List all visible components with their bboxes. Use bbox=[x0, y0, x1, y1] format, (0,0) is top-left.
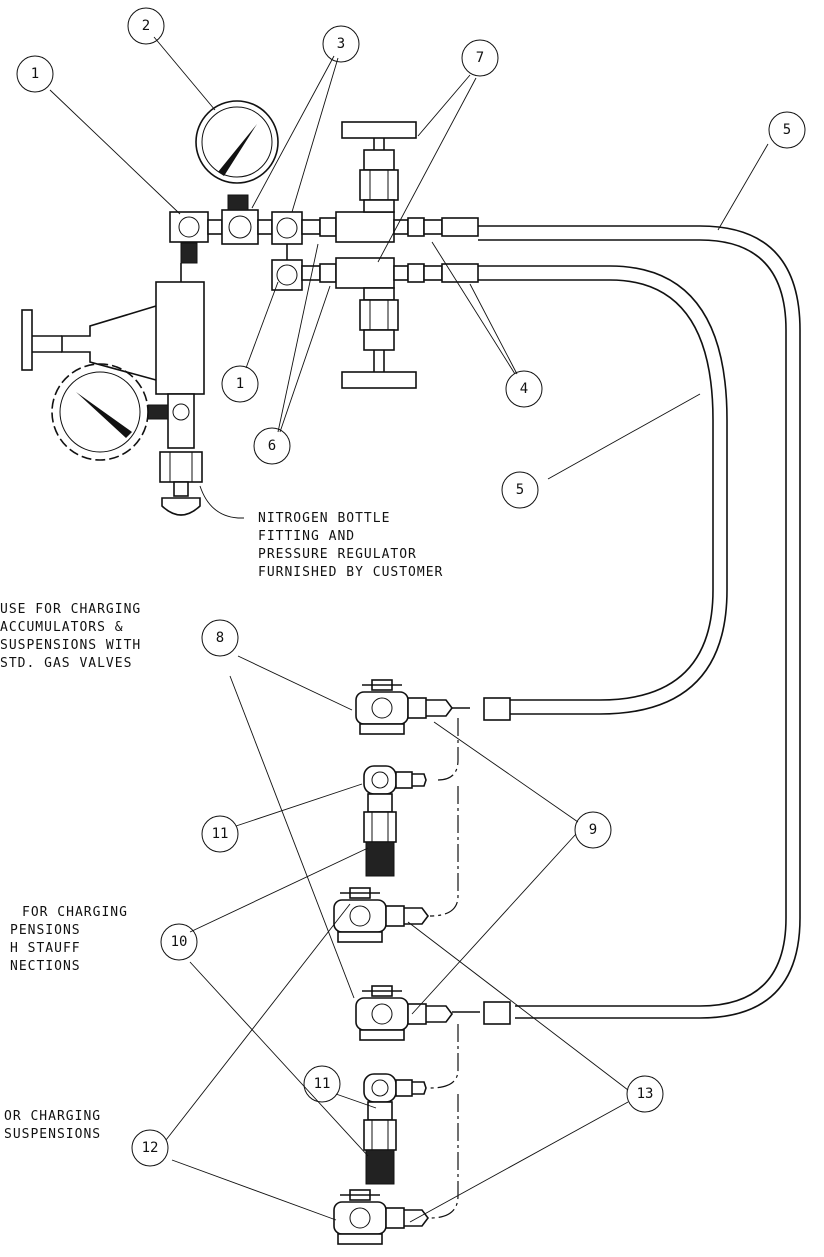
note-line: NECTIONS bbox=[10, 959, 81, 974]
callout-number: 9 bbox=[589, 822, 597, 838]
callout-11-a: 11 bbox=[201, 815, 239, 853]
callout-8: 8 bbox=[201, 619, 239, 657]
callout-1-b: 1 bbox=[221, 365, 259, 403]
callout-11-b: 11 bbox=[303, 1065, 341, 1103]
callout-7: 7 bbox=[461, 39, 499, 77]
charging-valve-4 bbox=[333, 1189, 429, 1245]
note-line: PENSIONS bbox=[10, 923, 81, 938]
note-line: FOR CHARGING bbox=[22, 905, 128, 920]
callout-4: 4 bbox=[505, 370, 543, 408]
pressure-gauge bbox=[195, 100, 279, 184]
note-line: STD. GAS VALVES bbox=[0, 656, 132, 671]
callout-bubbles: 1 2 3 7 5 1 6 4 5 8 11 9 10 11 12 13 bbox=[16, 7, 806, 1167]
note-line: H STAUFF bbox=[10, 941, 81, 956]
bottom-needle-valve bbox=[341, 287, 417, 389]
callout-number: 1 bbox=[31, 66, 39, 82]
callout-number: 6 bbox=[268, 438, 276, 454]
pressure-regulator bbox=[21, 263, 205, 516]
callout-number: 8 bbox=[216, 630, 224, 646]
callout-number: 3 bbox=[337, 36, 345, 52]
note-line: SUSPENSIONS bbox=[4, 1127, 101, 1142]
callout-10: 10 bbox=[160, 923, 198, 961]
callout-number: 5 bbox=[783, 122, 791, 138]
callout-number: 11 bbox=[314, 1076, 331, 1092]
note-suspensions: OR CHARGING SUSPENSIONS bbox=[4, 1109, 101, 1142]
note-line: OR CHARGING bbox=[4, 1109, 101, 1124]
note-line: FITTING AND bbox=[258, 529, 355, 544]
callout-5-b: 5 bbox=[501, 471, 539, 509]
top-needle-valve bbox=[341, 121, 417, 213]
short-hose bbox=[478, 265, 728, 715]
note-line: NITROGEN BOTTLE bbox=[258, 511, 390, 526]
stauff-adapter-1 bbox=[363, 765, 427, 877]
note-stauff-connections: FOR CHARGING PENSIONS H STAUFF NECTIONS bbox=[10, 905, 128, 974]
callout-13: 13 bbox=[626, 1075, 664, 1113]
charging-valve-3 bbox=[355, 985, 511, 1041]
charging-valve-2 bbox=[333, 887, 429, 943]
note-std-gas-valves: USE FOR CHARGING ACCUMULATORS & SUSPENSI… bbox=[0, 602, 141, 671]
leader-lines bbox=[49, 36, 769, 1223]
callout-2: 2 bbox=[127, 7, 165, 45]
note-line: USE FOR CHARGING bbox=[0, 602, 141, 617]
note-line: SUSPENSIONS WITH bbox=[0, 638, 141, 653]
callout-number: 4 bbox=[520, 381, 528, 397]
callout-number: 1 bbox=[236, 376, 244, 392]
callout-number: 13 bbox=[637, 1086, 654, 1102]
stauff-adapter-2 bbox=[363, 1073, 427, 1185]
callout-number: 10 bbox=[171, 934, 188, 950]
callout-number: 5 bbox=[516, 482, 524, 498]
note-line: FURNISHED BY CUSTOMER bbox=[258, 565, 443, 580]
callout-1-a: 1 bbox=[16, 55, 54, 93]
callout-number: 11 bbox=[212, 826, 229, 842]
long-hose bbox=[478, 225, 801, 1019]
callout-12: 12 bbox=[131, 1129, 169, 1167]
callout-6: 6 bbox=[253, 427, 291, 465]
callout-number: 12 bbox=[142, 1140, 159, 1156]
manifold-assembly bbox=[169, 194, 479, 291]
note-line: ACCUMULATORS & bbox=[0, 620, 124, 635]
callout-5-a: 5 bbox=[768, 111, 806, 149]
callout-number: 2 bbox=[142, 18, 150, 34]
note-line: PRESSURE REGULATOR bbox=[258, 547, 417, 562]
callout-3: 3 bbox=[322, 25, 360, 63]
charging-valve-1 bbox=[355, 679, 511, 735]
callout-9: 9 bbox=[574, 811, 612, 849]
callout-number: 7 bbox=[476, 50, 484, 66]
note-nitrogen-bottle: NITROGEN BOTTLE FITTING AND PRESSURE REG… bbox=[258, 511, 443, 580]
